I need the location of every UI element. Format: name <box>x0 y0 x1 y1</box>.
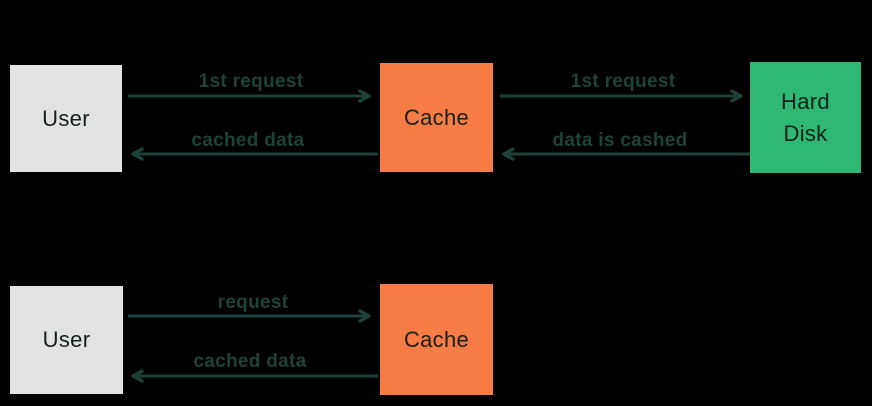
node-user-2: User <box>10 286 123 394</box>
node-cache-1: Cache <box>380 63 493 172</box>
node-user-1: User <box>10 65 122 172</box>
edge-label-d1-cached-data: cached data <box>191 130 305 151</box>
node-user-2-label: User <box>42 327 91 352</box>
node-user-1-label: User <box>42 105 90 131</box>
edge-label-d1-first-request-cache-disk: 1st request <box>570 71 676 92</box>
edge-label-d2-request: request <box>217 292 289 313</box>
node-cache-1-label: Cache <box>403 104 470 130</box>
node-cache-2-label: Cache <box>403 326 470 352</box>
edge-label-d1-first-request-user-cache: 1st request <box>198 71 304 92</box>
node-cache-2: Cache <box>380 284 493 395</box>
edge-label-d2-cached-data: cached data <box>193 351 307 372</box>
edge-label-d1-data-is-cashed: data is cashed <box>552 130 688 151</box>
node-hard-disk: Hard Disk <box>750 62 861 173</box>
node-hard-disk-label: Hard Disk <box>781 88 830 146</box>
